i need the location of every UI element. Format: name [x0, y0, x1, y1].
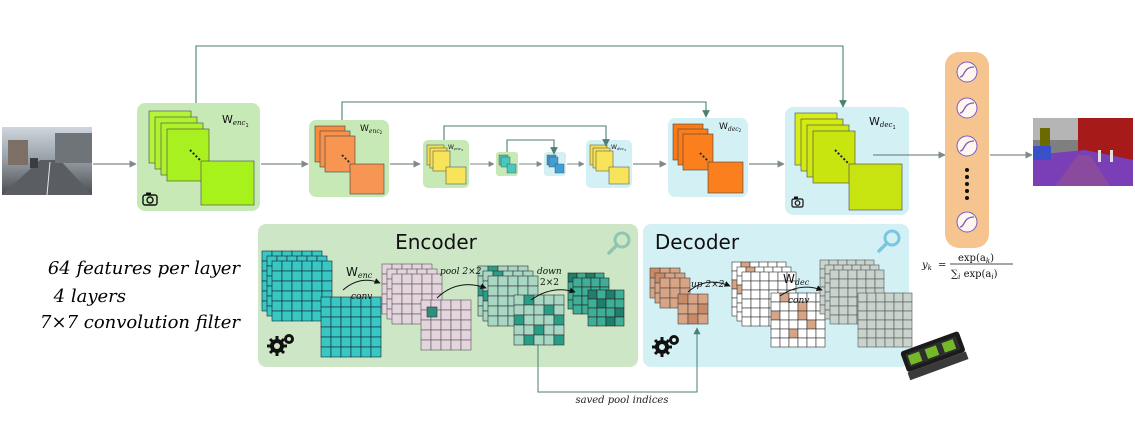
decoder-input-grid-front: [677, 293, 709, 325]
enc1-block: Wenc1: [137, 103, 260, 211]
encoder-pool-grid-front: [513, 294, 565, 346]
decoder-w-label: Wdec: [783, 272, 810, 287]
encoder-input-grid-front: [320, 296, 382, 358]
enc4-block: [496, 152, 518, 176]
encoder-conv-label: conv: [351, 292, 372, 302]
input-road-image: [2, 127, 92, 196]
sigmoid-icon: [956, 211, 978, 233]
param-features: 64 features per layer: [48, 258, 242, 279]
dec2-block: Wdec2: [668, 118, 748, 197]
output-segmentation-image: [1033, 118, 1133, 186]
ellipsis-dots: [965, 168, 969, 200]
param-filter: 7×7 convolution filter: [40, 312, 241, 333]
encoder-panel: Encoder Wenc conv pool 2×2 down 2×2: [258, 224, 638, 367]
svg-text:exp(ak): exp(ak): [958, 253, 994, 265]
enc2-block: Wenc2: [309, 120, 389, 197]
svg-text:Wenc1: Wenc1: [222, 113, 249, 129]
decoder-conv-grid-front: [857, 292, 913, 348]
saved-pool-indices-label: saved pool indices: [576, 395, 669, 406]
svg-text:Wdec1: Wdec1: [869, 115, 896, 131]
magnifier-icon: [877, 229, 901, 253]
enc3-block: Wenc3: [423, 140, 469, 188]
decoder-conv-label: conv: [788, 296, 809, 306]
svg-text:Wenc3: Wenc3: [448, 144, 463, 152]
saved-pool-indices-connector: saved pool indices: [537, 327, 701, 406]
sigmoid-icon: [956, 135, 978, 157]
dec4-block: [544, 152, 566, 176]
skip-connections: [195, 45, 847, 155]
svg-text:Wdec2: Wdec2: [719, 122, 742, 133]
decoder-panel: Decoder up 2×2 Wdec conv: [643, 224, 913, 367]
decoder-title: Decoder: [655, 230, 740, 254]
encoder-w-label: Wenc: [346, 265, 373, 280]
camera-icon: [791, 196, 804, 208]
gpu-card-icon: [900, 331, 969, 381]
svg-text:yk: yk: [921, 260, 932, 272]
encoder-down-label: down: [537, 267, 562, 277]
svg-text:∑i exp(ai): ∑i exp(ai): [951, 269, 998, 281]
encoder-down-size: 2×2: [540, 278, 559, 288]
decoder-upsampled-grid-front: [770, 292, 826, 348]
camera-icon: [142, 192, 158, 206]
softmax-formula: yk = exp(ak) ∑i exp(ai): [921, 253, 1013, 281]
svg-text:Wenc2: Wenc2: [360, 124, 383, 135]
encoder-conv-highlight: [426, 306, 438, 318]
dec1-block: Wdec1: [785, 107, 909, 215]
sigmoid-icon: [956, 97, 978, 119]
magnifier-icon: [607, 231, 631, 255]
encoder-title: Encoder: [395, 230, 478, 254]
gears-icon: [652, 335, 679, 357]
sigmoid-icon: [956, 61, 978, 83]
gears-icon: [267, 334, 294, 356]
encoder-input-grid-layer: [271, 260, 333, 322]
param-layers: 4 layers: [53, 286, 126, 307]
encoder-down-grid-front: [587, 289, 625, 327]
softmax-block: [945, 52, 989, 248]
dec3-block: Wdec3: [586, 140, 632, 188]
svg-text:=: =: [938, 260, 946, 271]
decoder-up-label: up 2×2: [691, 280, 725, 290]
svg-text:Wdec3: Wdec3: [611, 144, 626, 152]
encoder-pool-label: pool 2×2: [440, 267, 482, 277]
